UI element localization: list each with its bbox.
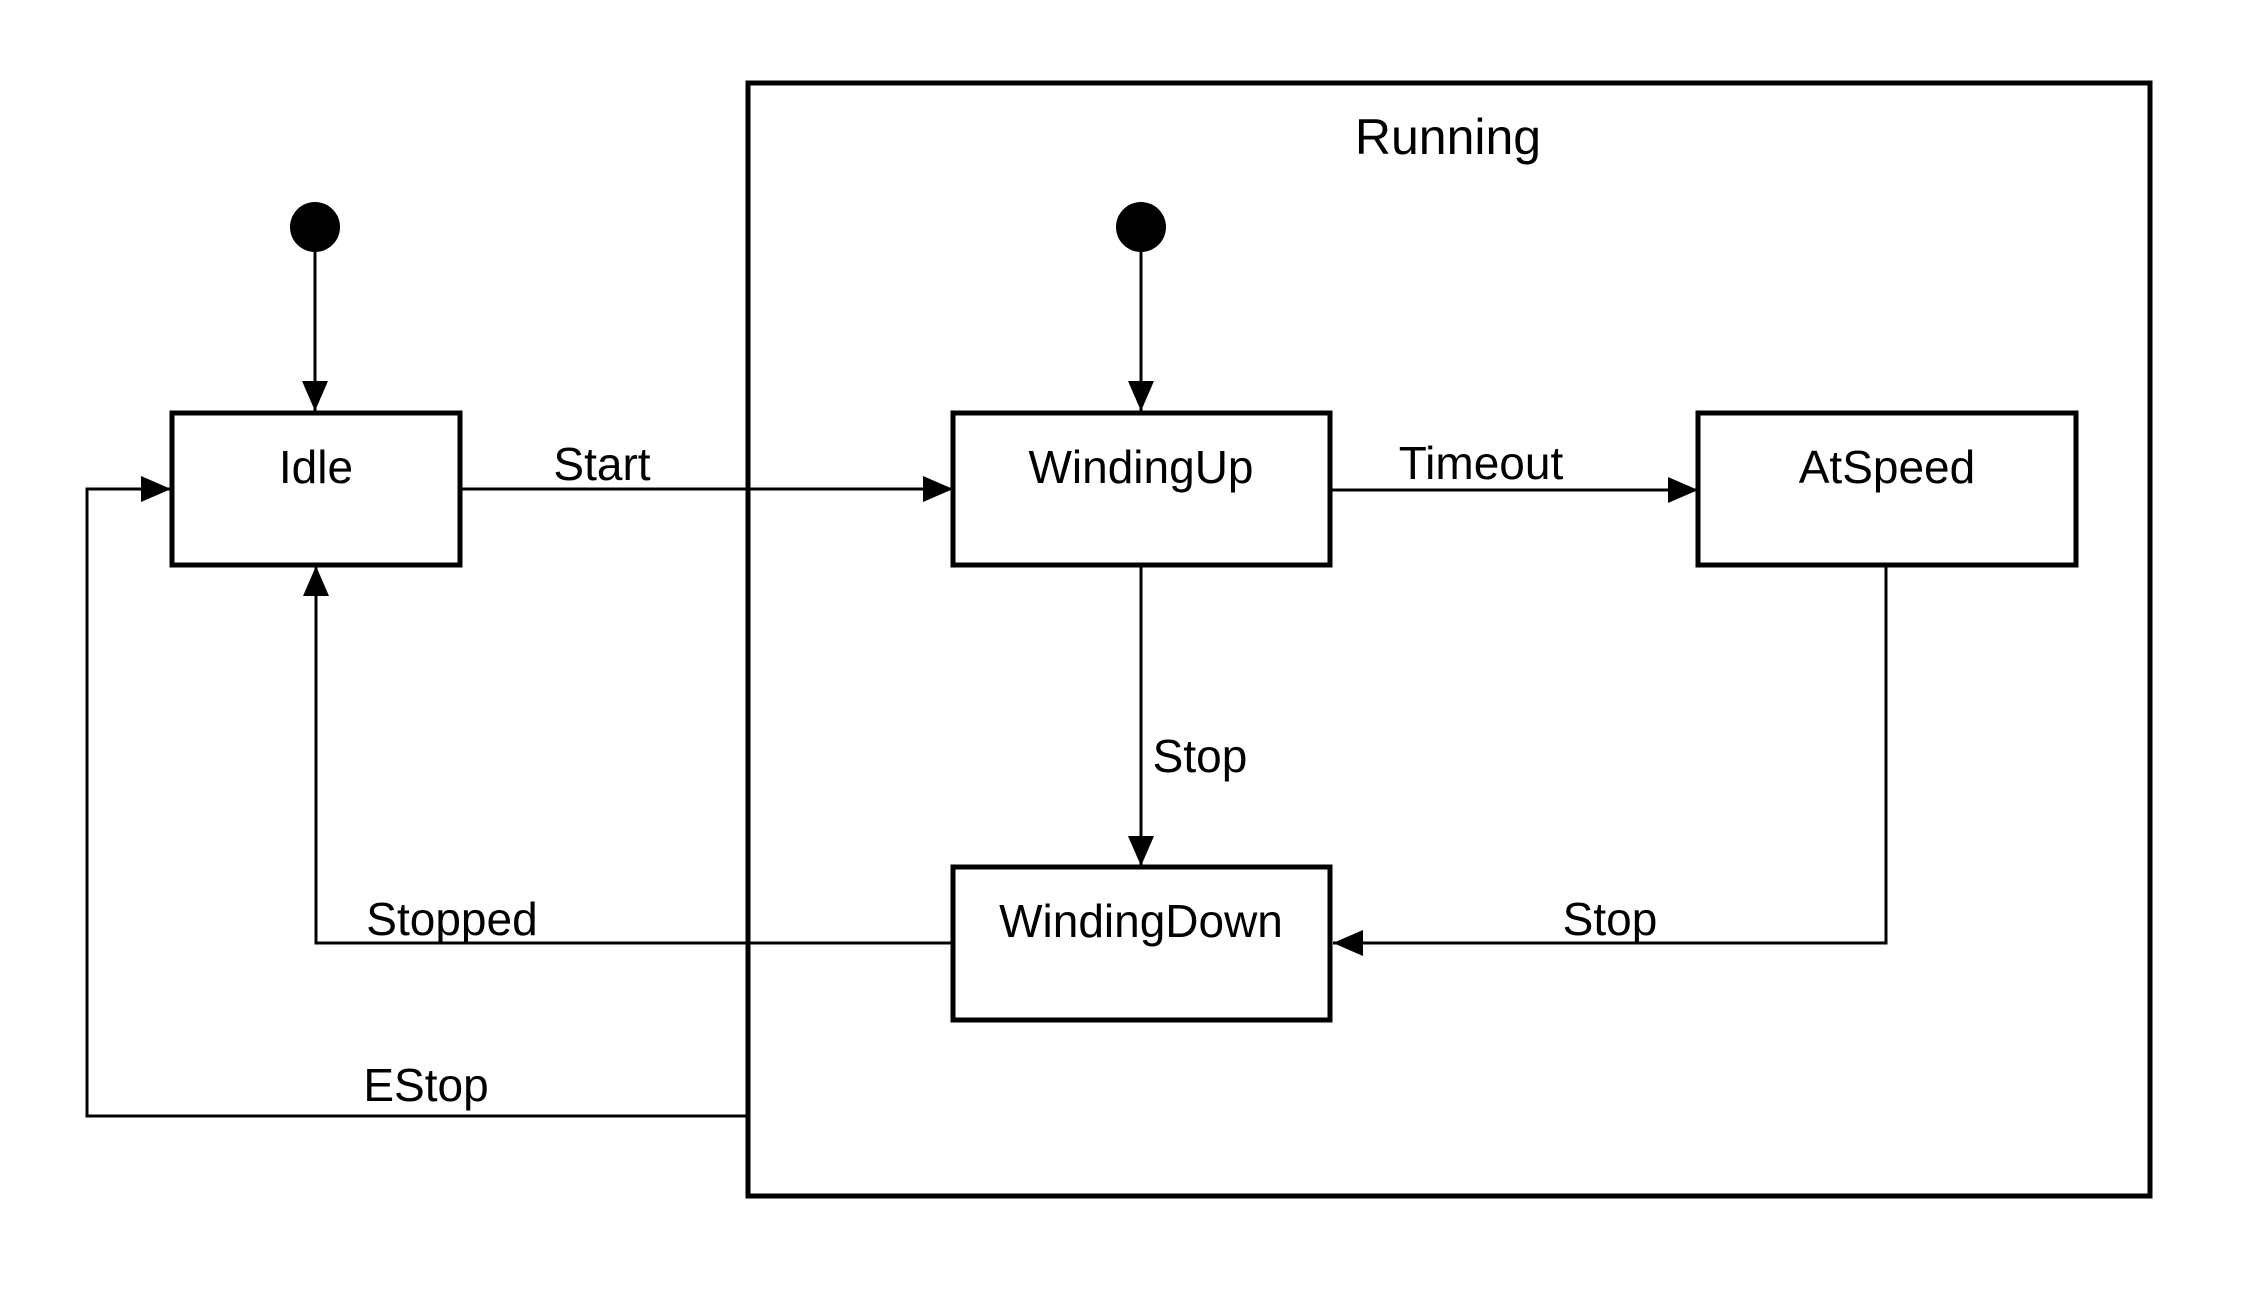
- transition-stop-atspeed-line: [1333, 566, 1888, 956]
- composite-state-running-box: [745, 80, 2153, 1199]
- transition-stop-atspeed-label: Stop: [1563, 893, 1658, 945]
- state-windingup-box: [950, 410, 1333, 568]
- state-windingdown-label: WindingDown: [999, 895, 1283, 947]
- initial-state-dot-main: [290, 202, 340, 252]
- transition-start-label: Start: [553, 438, 650, 490]
- state-atspeed-label: AtSpeed: [1799, 441, 1975, 493]
- transition-stopped-label: Stopped: [366, 893, 537, 945]
- transition-stopped-line: [303, 566, 953, 945]
- initial-state-dot-running: [1116, 202, 1166, 252]
- transition-stop-windingup-label: Stop: [1153, 730, 1248, 782]
- state-windingup-label: WindingUp: [1029, 441, 1254, 493]
- transition-timeout-label: Timeout: [1399, 437, 1564, 489]
- transition-estop-label: EStop: [363, 1059, 488, 1111]
- state-idle-label: Idle: [279, 441, 353, 493]
- composite-state-running-label: Running: [1355, 109, 1541, 165]
- transition-estop-line: [85, 476, 748, 1118]
